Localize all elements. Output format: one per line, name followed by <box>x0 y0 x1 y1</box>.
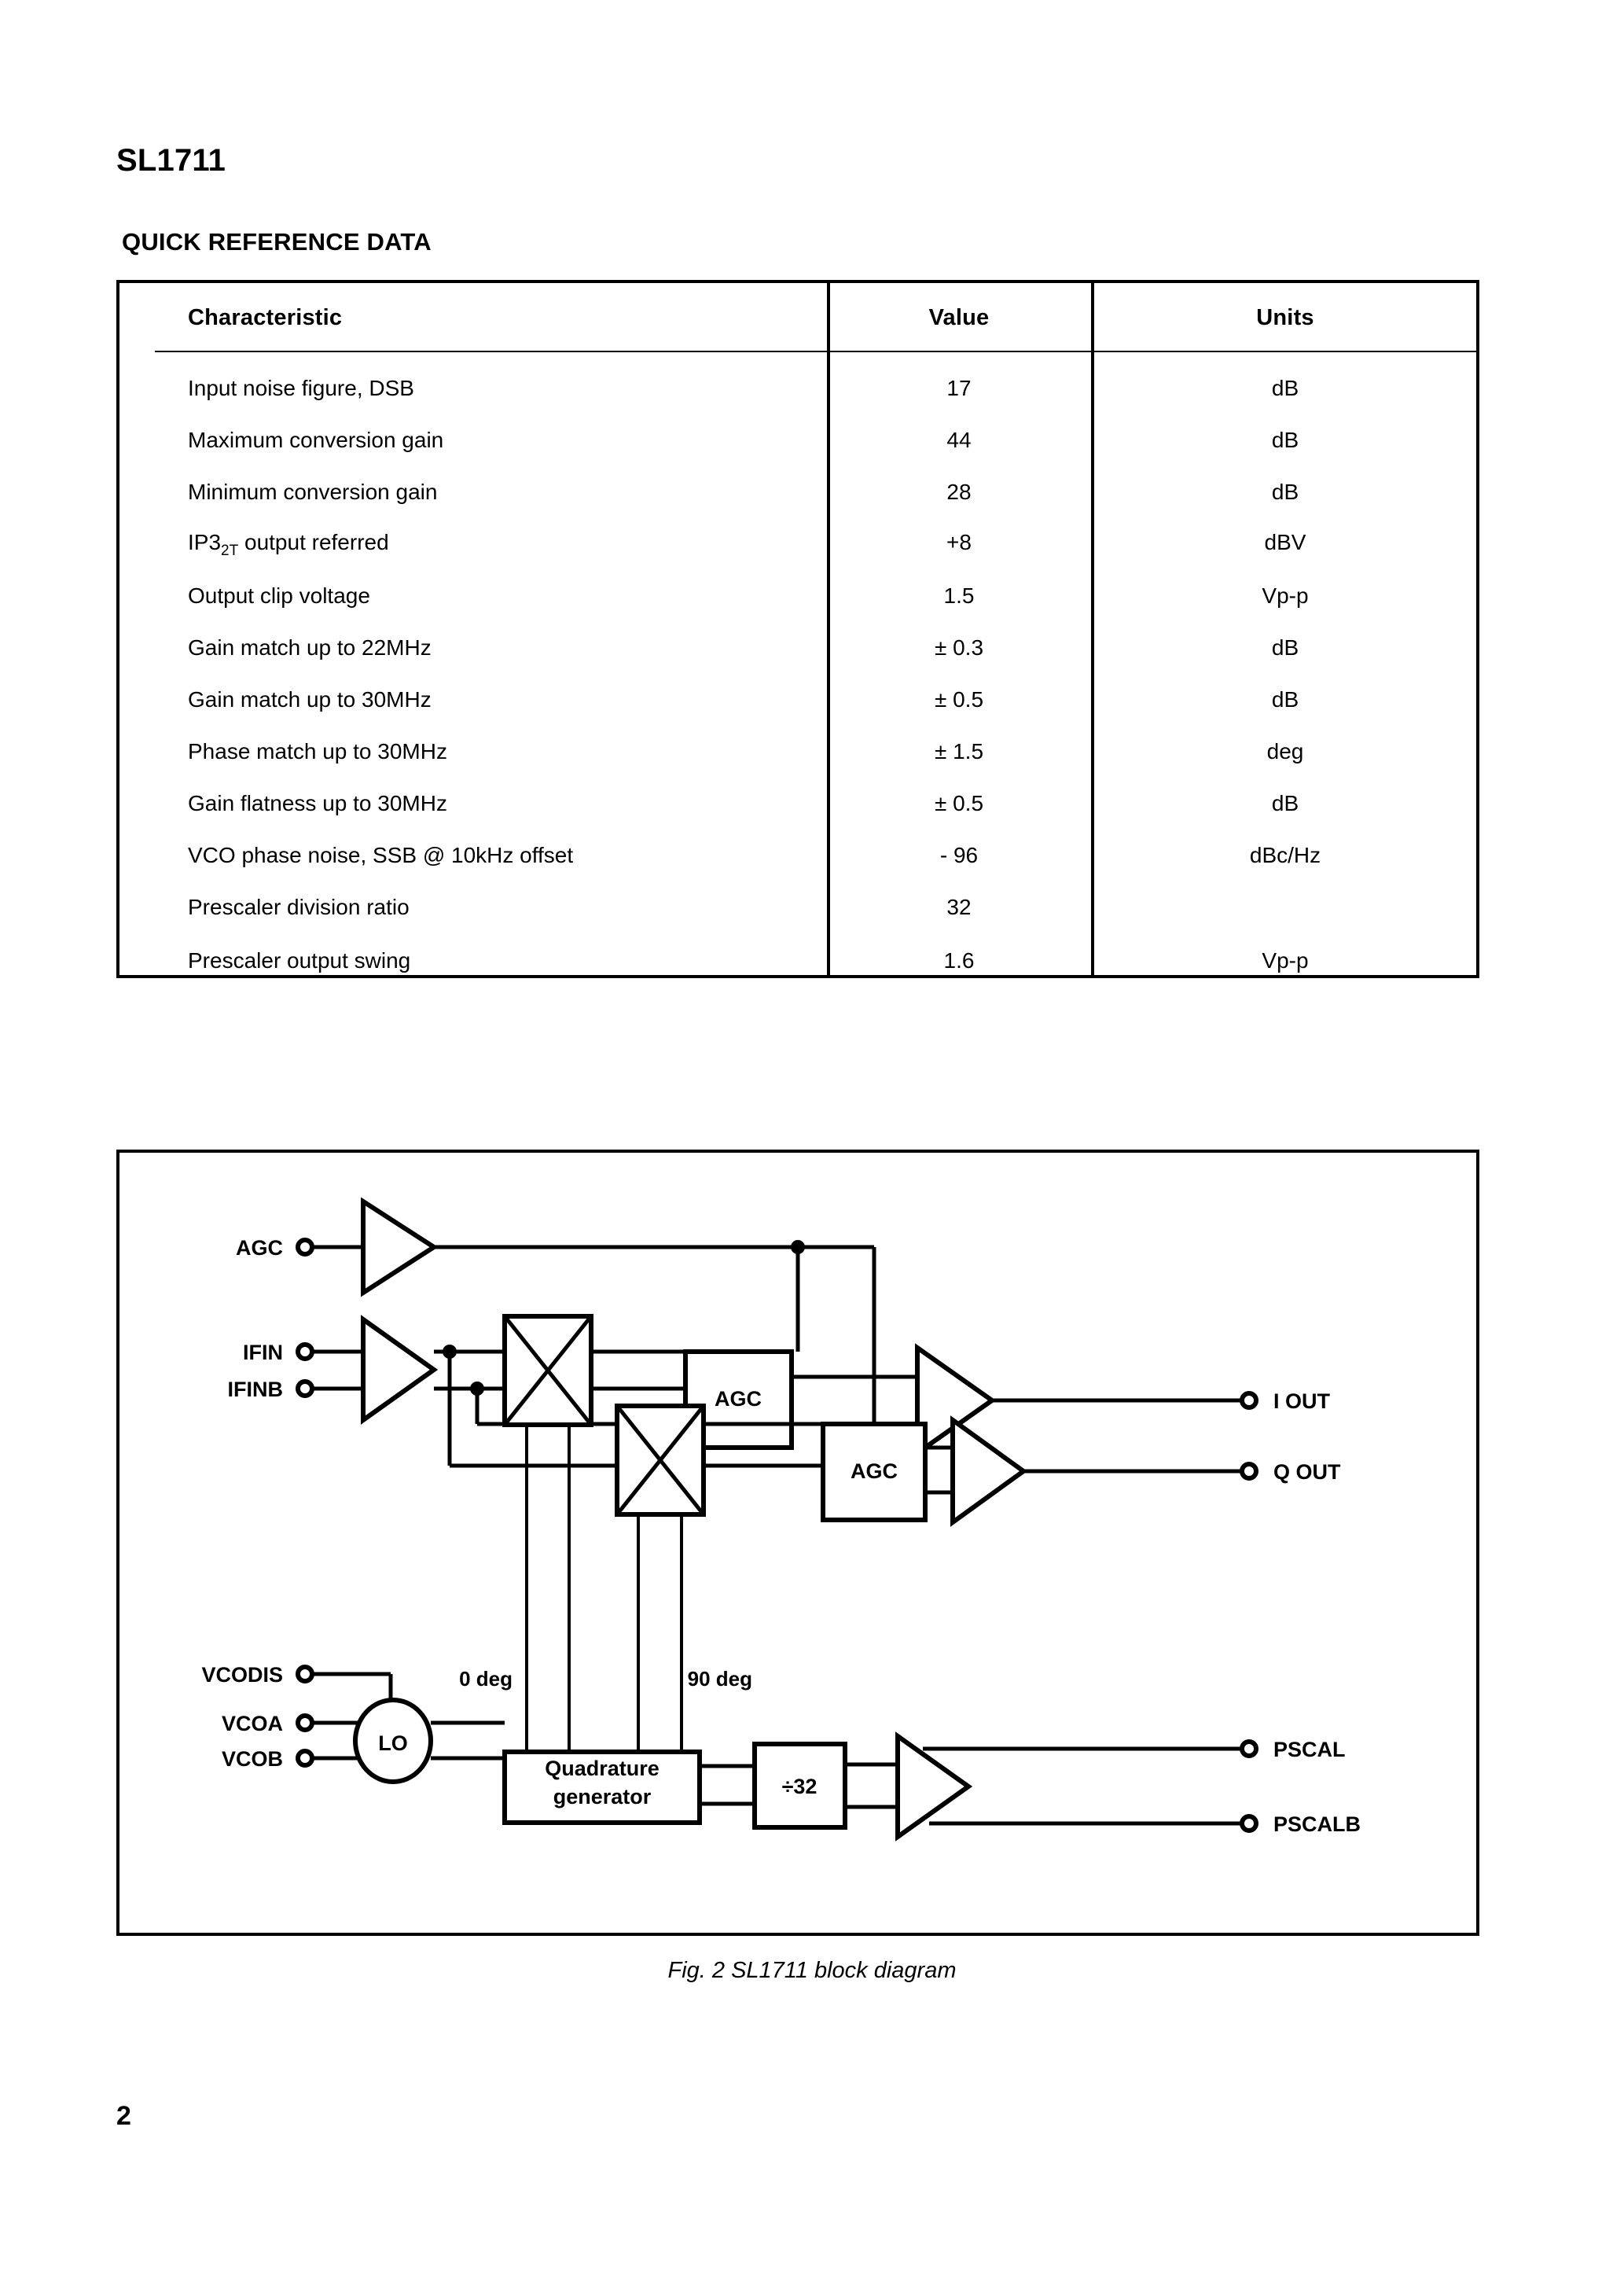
pin-label-iout: I OUT <box>1273 1389 1331 1413</box>
table-cell-value: ± 0.5 <box>934 791 984 815</box>
pin-label-vcob: VCOB <box>222 1747 283 1771</box>
table-cell-characteristic: Prescaler division ratio <box>188 895 410 919</box>
table-column-divider-2 <box>1091 283 1094 975</box>
pin-label-qout: Q OUT <box>1273 1460 1341 1484</box>
pin-terminal-vcodis <box>296 1665 314 1683</box>
pin-terminal-vcob <box>296 1749 314 1768</box>
table-cell-characteristic: Gain match up to 30MHz <box>188 687 432 712</box>
pin-label-vcoa: VCOA <box>222 1712 283 1735</box>
junction-dot-ifinb <box>470 1382 484 1396</box>
table-cell-value: 1.6 <box>943 948 975 973</box>
prescaler-divider-block <box>752 1742 847 1830</box>
page-number: 2 <box>116 2101 131 2131</box>
table-cell-units: Vp-p <box>1262 948 1309 973</box>
table-cell-units: dB <box>1271 635 1299 660</box>
column-header-value: Value <box>928 305 990 330</box>
table-cell-value: 17 <box>946 376 972 400</box>
table-cell-value: +8 <box>946 530 972 554</box>
pin-terminal-qout <box>1240 1462 1258 1481</box>
table-cell-units: dB <box>1271 428 1299 452</box>
table-cell-characteristic: Gain match up to 22MHz <box>188 635 432 660</box>
table-cell-value: - 96 <box>939 843 979 867</box>
pin-terminal-ifinb <box>296 1379 314 1398</box>
agc-input-amplifier <box>361 1197 439 1297</box>
pin-label-pscal: PSCAL <box>1273 1738 1346 1761</box>
quadrature-generator-label-2: generator <box>553 1785 652 1808</box>
figure-caption: Fig. 2 SL1711 block diagram <box>667 1958 957 1983</box>
pin-terminal-iout <box>1240 1391 1258 1410</box>
pin-label-ifin: IFIN <box>243 1341 283 1364</box>
table-cell-value: ± 0.5 <box>934 687 984 712</box>
pin-label-ifinb: IFINB <box>228 1378 284 1401</box>
table-cell-characteristic: Maximum conversion gain <box>188 428 444 452</box>
quick-reference-table: Characteristic Value Units Input noise f… <box>116 280 1479 978</box>
pin-terminal-ifin <box>296 1342 314 1361</box>
lo-label: LO <box>378 1731 408 1755</box>
agc-block-i-label: AGC <box>715 1387 762 1411</box>
block-diagram: AGC AGC LO <box>201 1197 1361 1842</box>
section-heading: QUICK REFERENCE DATA <box>122 228 432 256</box>
column-header-characteristic: Characteristic <box>188 305 343 330</box>
table-header-rule <box>155 351 1476 352</box>
table-column-divider-1 <box>827 283 830 975</box>
pin-terminal-vcoa <box>296 1713 314 1732</box>
table-cell-value: ± 0.3 <box>934 635 984 660</box>
table-cell-characteristic: Gain flatness up to 30MHz <box>188 791 447 815</box>
table-cell-value: ± 1.5 <box>934 739 984 763</box>
table-cell-value: 44 <box>946 428 972 452</box>
phase-label-90deg: 90 deg <box>688 1667 752 1691</box>
pin-terminal-pscalb <box>1240 1814 1258 1833</box>
table-cell-units: dB <box>1271 376 1299 400</box>
table-cell-units: deg <box>1266 739 1304 763</box>
table-cell-value: 28 <box>946 480 972 504</box>
column-header-units: Units <box>1256 305 1314 330</box>
lo-oscillator <box>353 1698 433 1784</box>
q-output-amplifier <box>950 1415 1028 1527</box>
block-diagram-frame: AGC AGC LO <box>116 1150 1479 1936</box>
pin-terminal-agc <box>296 1238 314 1257</box>
table-cell-characteristic: Phase match up to 30MHz <box>188 739 447 763</box>
table-cell-characteristic: Output clip voltage <box>188 583 370 608</box>
table-cell-characteristic: Prescaler output swing <box>188 948 411 973</box>
mixer-q-diag-2 <box>615 1404 705 1516</box>
table-cell-units: Vp-p <box>1262 583 1309 608</box>
pin-label-pscalb: PSCALB <box>1273 1812 1361 1836</box>
table-cell-units: dBV <box>1264 530 1306 554</box>
agc-block-q-label: AGC <box>851 1459 898 1483</box>
pin-label-vcodis: VCODIS <box>201 1663 283 1687</box>
table-cell-units: dB <box>1271 791 1299 815</box>
if-input-amplifier <box>361 1315 439 1425</box>
table-cell-units: dBc/Hz <box>1249 843 1321 867</box>
mixer-i-diag-2 <box>503 1315 593 1426</box>
quadrature-generator-block <box>502 1750 702 1825</box>
agc-block-q <box>821 1422 928 1522</box>
prescaler-output-amplifier <box>895 1731 973 1842</box>
table-cell-units: dB <box>1271 480 1299 504</box>
characteristic-subscript: 2T <box>221 543 239 559</box>
table-cell-value: 32 <box>946 895 972 919</box>
part-number: SL1711 <box>116 143 226 178</box>
table-cell-characteristic: Input noise figure, DSB <box>188 376 414 400</box>
table-cell-characteristic: IP32T output referred <box>188 530 389 559</box>
pin-terminal-pscal <box>1240 1739 1258 1758</box>
table-cell-characteristic: VCO phase noise, SSB @ 10kHz offset <box>188 843 574 867</box>
quadrature-generator-label-1: Quadrature <box>545 1757 660 1780</box>
table-cell-value: 1.5 <box>943 583 975 608</box>
junction-dot-agc-bus <box>791 1240 805 1254</box>
phase-label-0deg: 0 deg <box>459 1667 513 1691</box>
table-cell-characteristic: Minimum conversion gain <box>188 480 438 504</box>
table-cell-units: dB <box>1271 687 1299 712</box>
prescaler-divider-label: ÷32 <box>782 1775 818 1798</box>
pin-label-agc: AGC <box>236 1236 283 1260</box>
junction-dot-ifin <box>443 1345 457 1359</box>
